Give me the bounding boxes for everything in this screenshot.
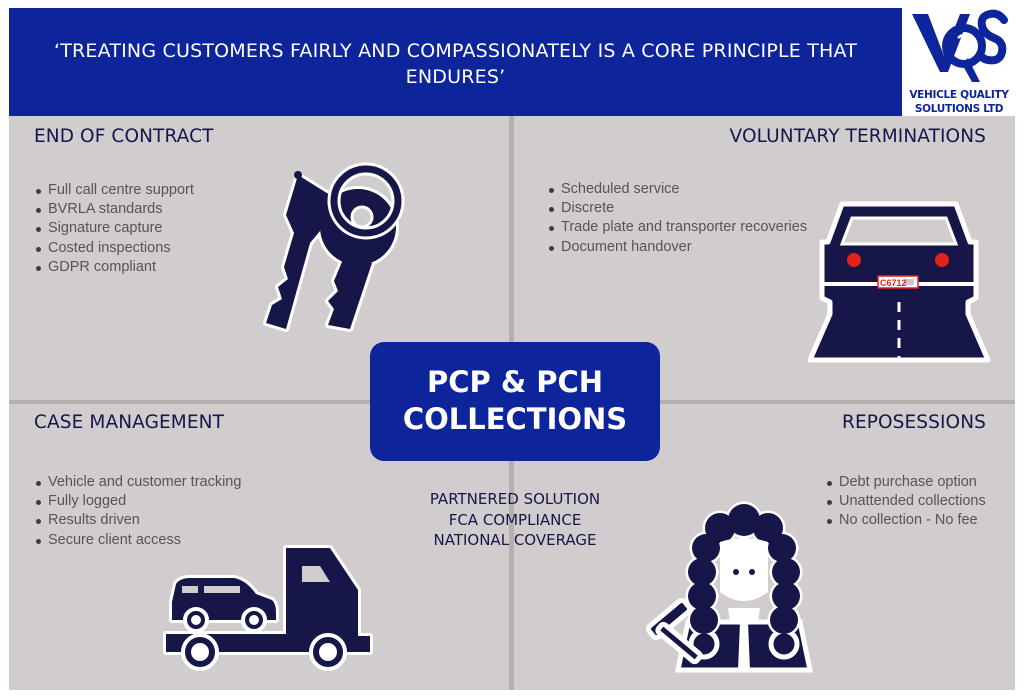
tagline-item: PARTNERED SOLUTION	[429, 490, 601, 508]
list-item: Signature capture	[35, 219, 194, 238]
list-item: Debt purchase option	[826, 473, 986, 492]
list-item: Vehicle and customer tracking	[35, 473, 241, 492]
company-logo: VEHICLE QUALITY SOLUTIONS LTD	[902, 8, 1016, 116]
tagline-item: FCA COMPLIANCE	[448, 510, 582, 529]
list-item: Discrete	[548, 199, 807, 218]
header-banner: ‘TREATING CUSTOMERS FAIRLY AND COMPASSIO…	[9, 8, 902, 116]
header-quote: ‘TREATING CUSTOMERS FAIRLY AND COMPASSIO…	[9, 38, 902, 90]
center-title-box: PCP & PCH COLLECTIONS	[370, 342, 660, 461]
section-title-case-management: CASE MANAGEMENT	[34, 412, 224, 433]
logo-company-name: VEHICLE QUALITY SOLUTIONS LTD	[902, 88, 1016, 116]
list-item: Scheduled service	[548, 180, 807, 199]
center-title: PCP & PCH COLLECTIONS	[370, 364, 660, 438]
center-title-line-2: COLLECTIONS	[402, 402, 628, 436]
logo-line-2: SOLUTIONS LTD	[914, 103, 1004, 115]
list-item: Trade plate and transporter recoveries	[548, 218, 807, 237]
logo-line-1: VEHICLE QUALITY	[909, 89, 1009, 101]
list-item: Secure client access	[35, 531, 241, 550]
list-item: BVRLA standards	[35, 200, 194, 219]
case-management-list: Vehicle and customer tracking Fully logg…	[35, 473, 241, 550]
center-title-line-1: PCP & PCH	[426, 365, 604, 399]
car-on-road-icon: C6712	[807, 201, 991, 363]
keys-icon	[263, 162, 405, 332]
list-item: Unattended collections	[826, 492, 986, 511]
section-title-voluntary-terminations: VOLUNTARY TERMINATIONS	[729, 126, 986, 147]
tagline-item: NATIONAL COVERAGE	[433, 531, 597, 549]
voluntary-terminations-list: Scheduled service Discrete Trade plate a…	[548, 180, 807, 257]
list-item: Fully logged	[35, 492, 241, 511]
section-title-reposessions: REPOSESSIONS	[842, 412, 986, 433]
list-item: Results driven	[35, 511, 241, 530]
license-plate-text: C6712	[880, 278, 907, 288]
vqs-logo-mark-icon	[912, 9, 1008, 82]
quote-line-2: ENDURES’	[405, 66, 506, 88]
tow-truck-icon	[163, 545, 373, 671]
center-taglines: PARTNERED SOLUTION FCA COMPLIANCE NATION…	[370, 489, 660, 551]
list-item: Costed inspections	[35, 239, 194, 258]
list-item: GDPR compliant	[35, 258, 194, 277]
reposessions-list: Debt purchase option Unattended collecti…	[826, 473, 986, 531]
list-item: Full call centre support	[35, 181, 194, 200]
judge-gavel-icon	[646, 501, 814, 673]
list-item: No collection - No fee	[826, 511, 986, 530]
quote-line-1: ‘TREATING CUSTOMERS FAIRLY AND COMPASSIO…	[53, 40, 858, 62]
end-of-contract-list: Full call centre support BVRLA standards…	[35, 181, 194, 277]
list-item: Document handover	[548, 238, 807, 257]
section-title-end-of-contract: END OF CONTRACT	[34, 126, 214, 147]
